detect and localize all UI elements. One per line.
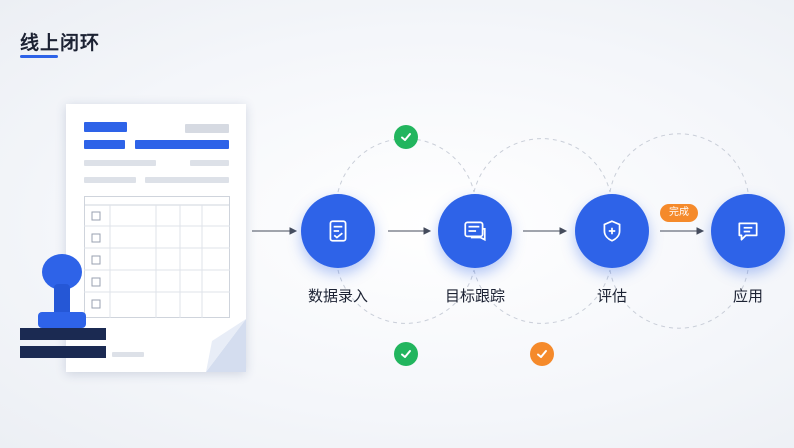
- page-fold-corner: [206, 319, 246, 372]
- step-label-data-entry: 数据录入: [307, 287, 368, 305]
- form-document-illustration: [66, 104, 246, 372]
- step-label-application: 应用: [732, 287, 763, 305]
- step-label-evaluation: 评估: [596, 287, 627, 305]
- stamp-icon: [20, 254, 106, 358]
- check-icon: [394, 125, 418, 149]
- form-table: [84, 196, 230, 318]
- step-node-application[interactable]: [711, 194, 785, 268]
- document-check-icon: [329, 220, 347, 242]
- flow-arrows: [252, 227, 705, 235]
- check-icon: [394, 342, 418, 366]
- chat-list-icon: [464, 221, 486, 242]
- title-underline: [20, 55, 58, 58]
- complete-badge: 完成: [660, 204, 698, 222]
- shield-plus-icon: [603, 220, 621, 242]
- step-label-goal-tracking: 目标跟踪: [444, 287, 505, 305]
- check-icon: [530, 342, 554, 366]
- step-node-goal-tracking[interactable]: [438, 194, 512, 268]
- page-title: 线上闭环: [20, 32, 101, 54]
- step-node-data-entry[interactable]: [301, 194, 375, 268]
- message-icon: [738, 222, 758, 241]
- step-node-evaluation[interactable]: [575, 194, 649, 268]
